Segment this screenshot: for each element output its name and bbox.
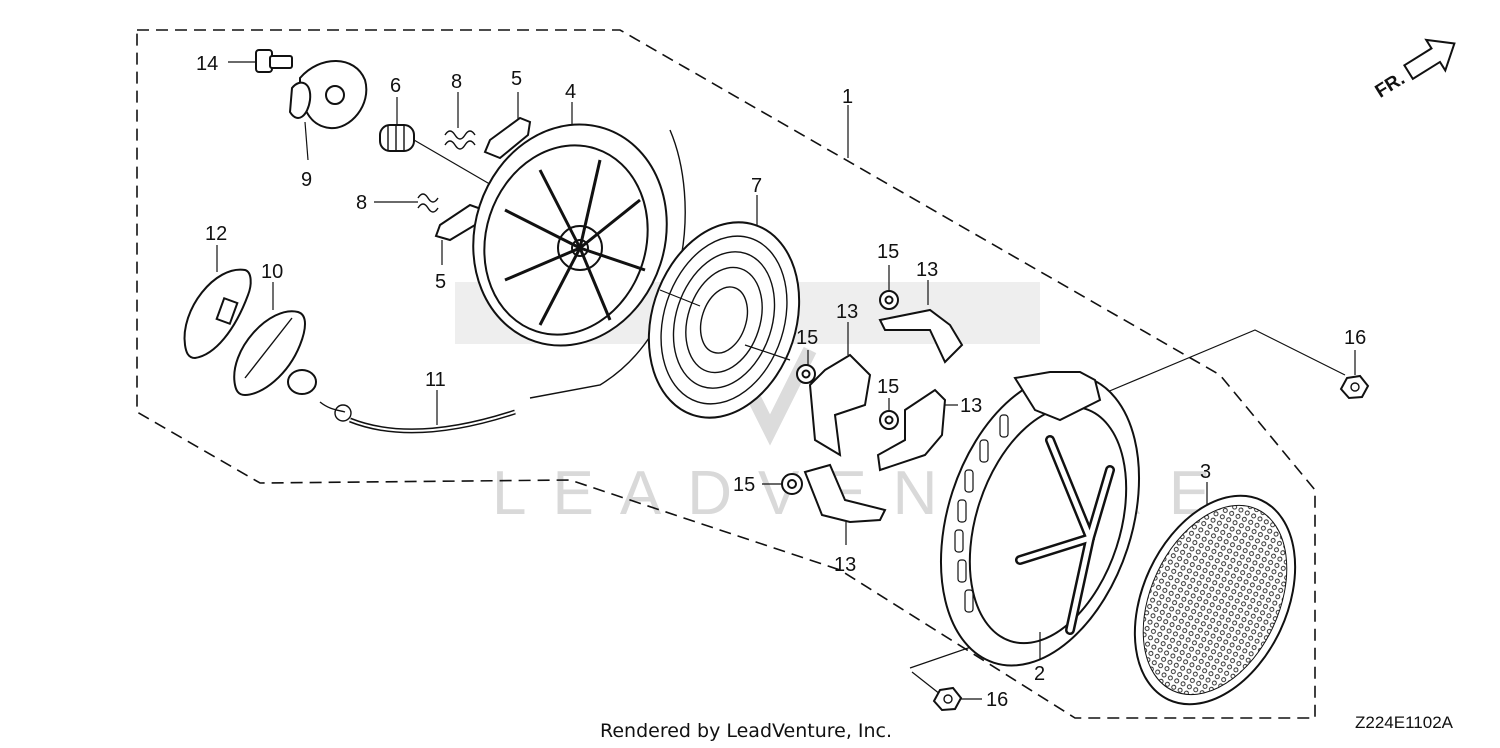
diagram-code: Z224E1102A xyxy=(1355,713,1454,732)
callout-11: 11 xyxy=(425,369,446,391)
part-6-spring xyxy=(379,97,501,191)
callout-9: 9 xyxy=(301,169,312,191)
part-11-starter-rope xyxy=(319,390,516,434)
callout-labels: 1 2 3 4 5 5 6 7 8 8 9 10 11 12 13 13 13 … xyxy=(196,53,1366,711)
front-arrow-icon xyxy=(1402,38,1456,81)
callout-10: 10 xyxy=(261,261,283,283)
callout-1: 1 xyxy=(842,86,853,108)
callout-15-c: 15 xyxy=(877,376,899,398)
callout-16-upper: 16 xyxy=(1344,327,1366,349)
part-10-starter-handle xyxy=(233,282,317,397)
callout-5-lower: 5 xyxy=(435,271,446,293)
callout-7: 7 xyxy=(751,175,762,197)
part-13-guide-d xyxy=(803,463,887,545)
part-13-guide-a xyxy=(878,280,964,364)
part-3-air-screen xyxy=(1133,482,1297,706)
callout-13-b: 13 xyxy=(836,301,858,323)
part-15-washer-d xyxy=(762,473,803,495)
callout-15-d: 15 xyxy=(733,474,755,496)
callout-8-upper: 8 xyxy=(451,71,462,93)
callout-13-d: 13 xyxy=(834,554,856,576)
part-8-ratchet-spring-lower xyxy=(374,193,439,213)
footer-credit: Rendered by LeadVenture, Inc. xyxy=(600,720,892,742)
callout-13-c: 13 xyxy=(960,395,982,417)
part-4-starter-reel xyxy=(472,102,686,399)
callout-15-b: 15 xyxy=(796,327,818,349)
part-15-washer-a xyxy=(879,265,899,310)
callout-6: 6 xyxy=(390,75,401,97)
part-14-bolt xyxy=(228,49,293,73)
part-5-ratchet-upper xyxy=(483,92,532,160)
callout-3: 3 xyxy=(1200,461,1211,483)
callout-4: 4 xyxy=(565,81,576,103)
part-13-guide-c xyxy=(876,388,958,472)
callout-8-lower: 8 xyxy=(356,192,367,214)
part-7-recoil-spring xyxy=(647,195,801,419)
direction-label: FR. xyxy=(1372,68,1409,102)
part-8-ratchet-spring-upper xyxy=(444,92,476,150)
callout-12: 12 xyxy=(205,223,227,245)
callout-13-a: 13 xyxy=(916,259,938,281)
part-12-handle-grip xyxy=(183,245,252,360)
part-2-starter-case xyxy=(939,371,1141,667)
callout-16-lower: 16 xyxy=(986,689,1008,711)
part-16-nut-upper xyxy=(1339,350,1370,400)
part-16-nut-lower xyxy=(932,686,982,712)
callout-14: 14 xyxy=(196,53,218,75)
part-15-washer-c xyxy=(879,398,899,430)
callout-5-upper: 5 xyxy=(511,68,522,90)
part-9-friction-plate xyxy=(288,60,368,161)
callout-2: 2 xyxy=(1034,663,1045,685)
front-direction-indicator: FR. xyxy=(1372,38,1456,102)
part-15-washer-b xyxy=(796,350,816,384)
callout-15-a: 15 xyxy=(877,241,899,263)
part-13-guide-b xyxy=(808,322,872,457)
